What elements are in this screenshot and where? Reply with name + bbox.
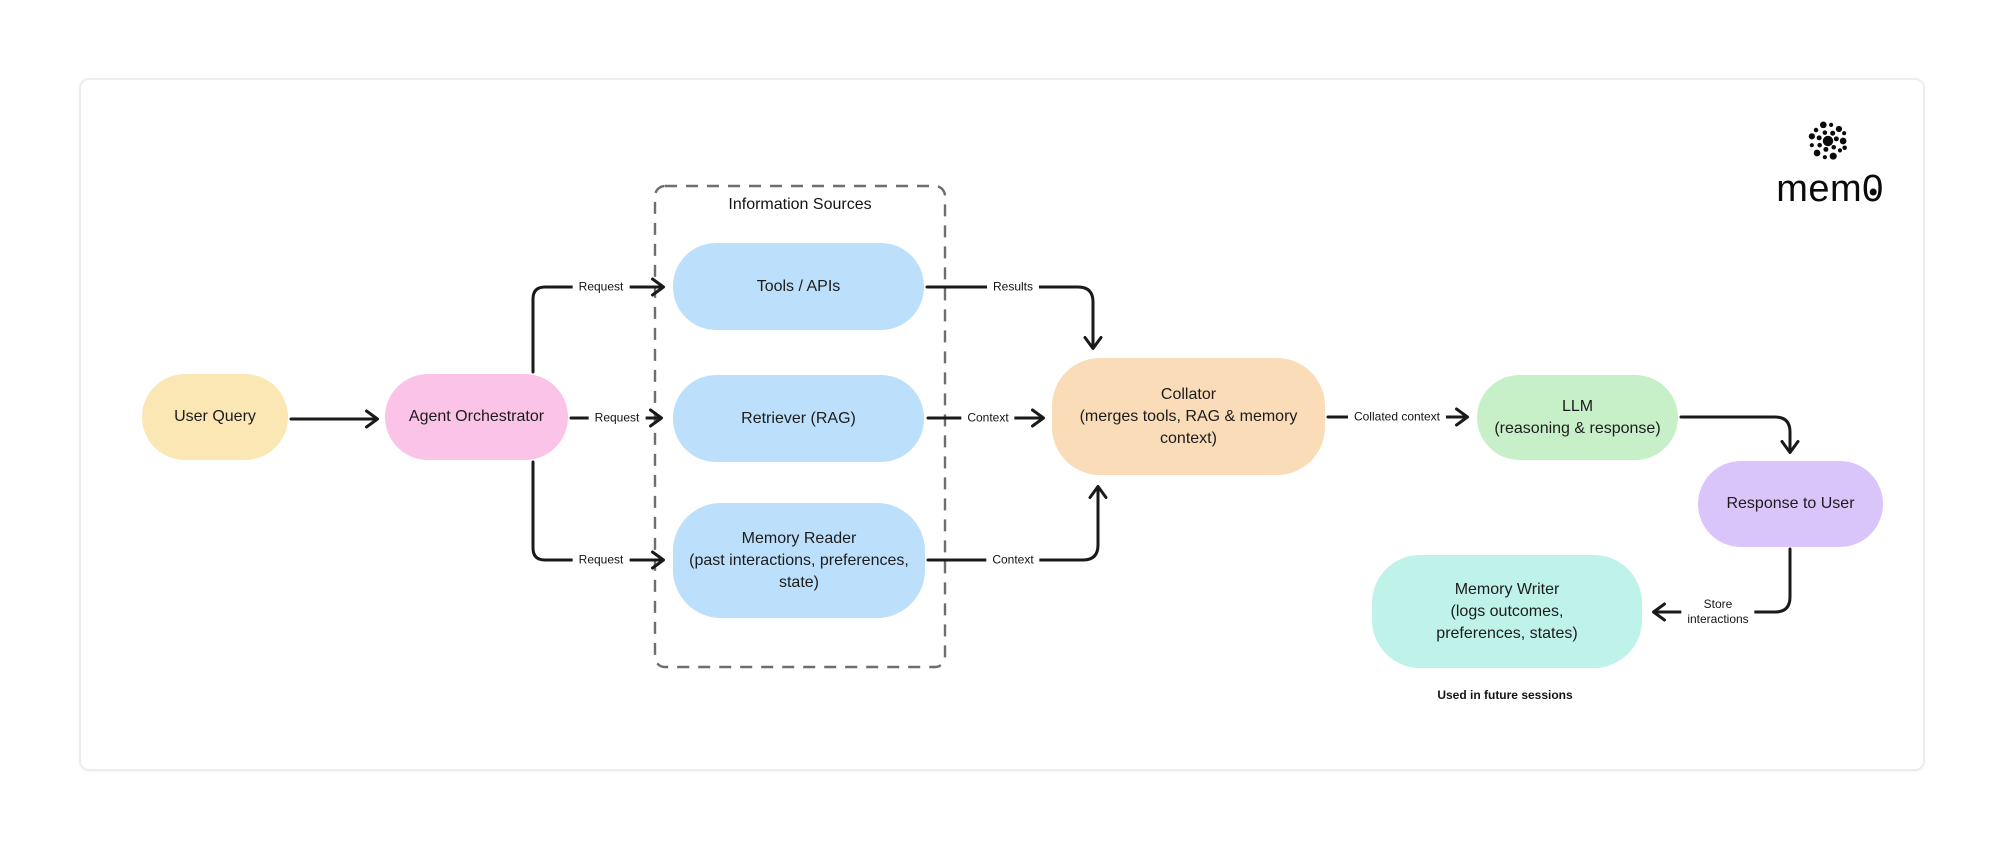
note-used-in-future-sessions: Used in future sessions xyxy=(1437,688,1573,702)
node-retriever-rag: Retriever (RAG) xyxy=(673,375,924,462)
edge-label-request-memory: Request xyxy=(572,551,630,569)
edge-label-context-memory: Context xyxy=(986,551,1040,569)
information-sources-title: Information Sources xyxy=(728,196,872,213)
node-response-to-user: Response to User xyxy=(1698,461,1883,547)
edge-label-context-retriever: Context xyxy=(961,409,1015,427)
node-memory-reader: Memory Reader (past interactions, prefer… xyxy=(673,503,925,618)
mem0-logo-mark-icon xyxy=(1808,121,1847,160)
node-user-query: User Query xyxy=(142,374,288,460)
node-agent-orchestrator: Agent Orchestrator xyxy=(385,374,568,460)
edge-label-request-tools: Request xyxy=(572,278,630,296)
mem0-logo-text: mem0mem0 xyxy=(1776,168,1884,211)
node-collator: Collator (merges tools, RAG & memory con… xyxy=(1052,358,1325,475)
edge-label-request-retriever: Request xyxy=(588,409,646,427)
mem0-logo-visible: mem0 xyxy=(1776,168,1884,210)
edge-label-results: Results xyxy=(986,278,1040,296)
edge-label-collated-context: Collated context xyxy=(1347,408,1447,426)
mem0-logo-zero: 0 xyxy=(1862,168,1884,211)
node-llm: LLM (reasoning & response) xyxy=(1477,375,1678,460)
edge-label-store-interactions: Store interactions xyxy=(1681,596,1755,628)
mem0-zero-dot-icon xyxy=(1869,188,1877,196)
node-memory-writer: Memory Writer (logs outcomes, preference… xyxy=(1372,555,1642,668)
node-tools-apis: Tools / APIs xyxy=(673,243,924,330)
